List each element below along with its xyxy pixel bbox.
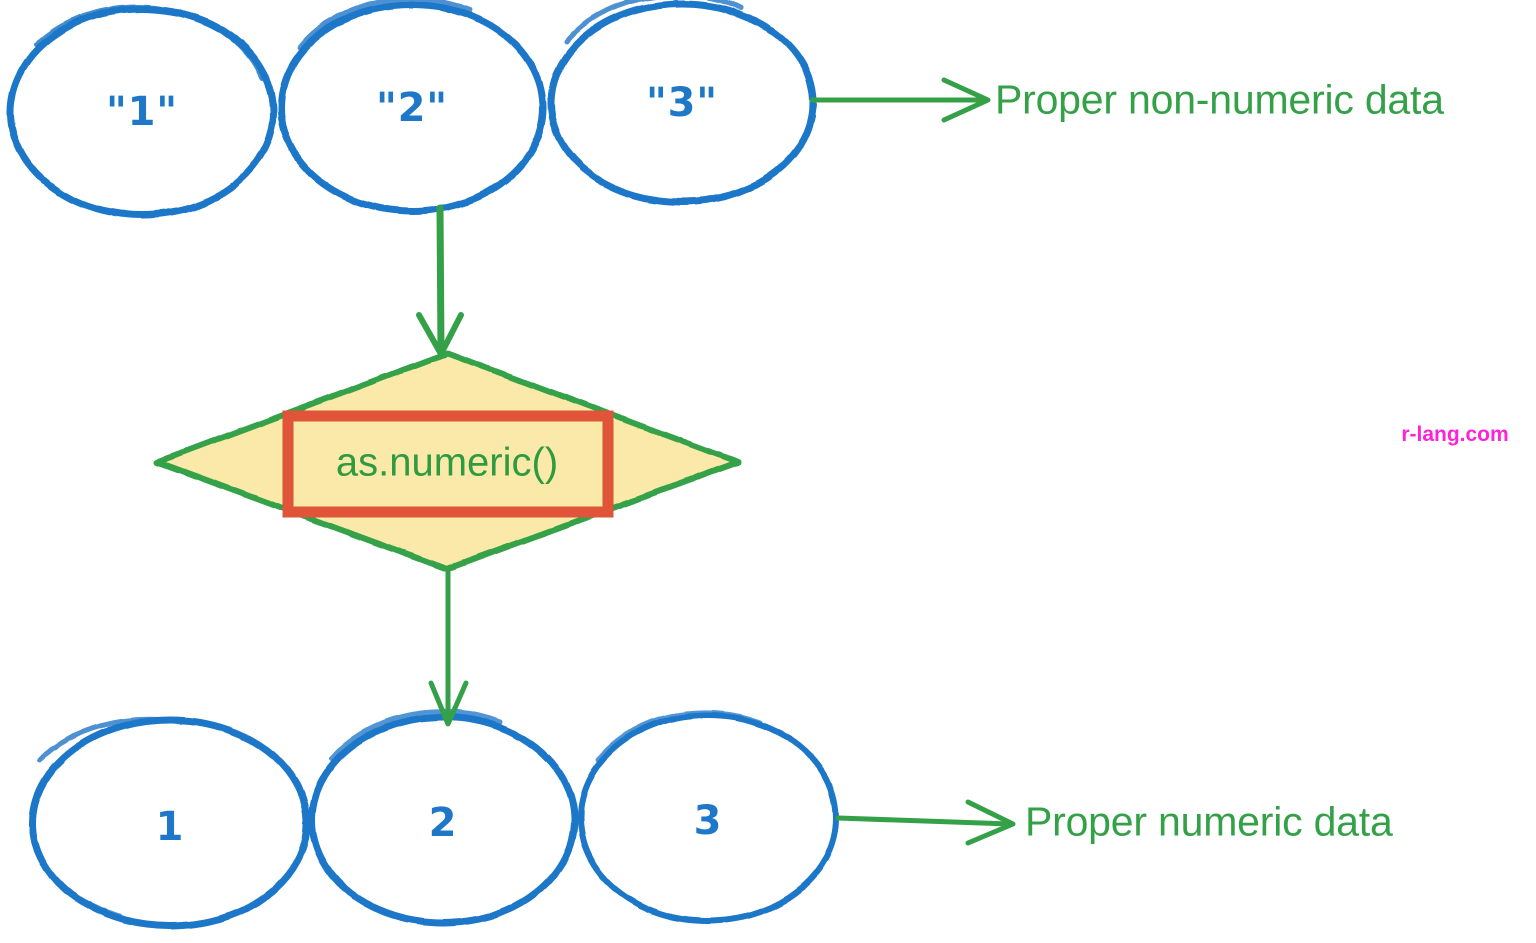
node-top-1[interactable]: [7, 4, 277, 219]
bottom-row-nodes: [29, 708, 839, 930]
node-bottom-1[interactable]: [29, 716, 311, 930]
arrow-process-to-bottom: [428, 565, 469, 727]
top-row-nodes: [7, 0, 817, 219]
annotation-top-row: Proper non-numeric data: [995, 76, 1444, 123]
node-bottom-3[interactable]: [577, 709, 839, 924]
arrow-bottom-row-annotation: [835, 799, 1016, 846]
process-node-as-numeric[interactable]: [154, 350, 741, 572]
process-label-as-numeric: as.numeric(): [335, 440, 559, 485]
highlight-box: [282, 410, 614, 518]
annotation-bottom-row: Proper numeric data: [1025, 798, 1393, 845]
arrow-top-to-process: [416, 204, 464, 357]
node-label-top-3: "3": [646, 80, 718, 126]
node-top-2[interactable]: [277, 0, 547, 215]
node-label-bottom-2: 2: [428, 800, 458, 846]
node-label-bottom-3: 3: [693, 798, 723, 844]
watermark: r-lang.com: [1401, 423, 1509, 446]
node-label-bottom-1: 1: [155, 804, 185, 850]
node-top-3[interactable]: [547, 0, 817, 206]
node-label-top-1: "1": [106, 89, 178, 135]
arrow-top-row-annotation: [809, 77, 991, 123]
node-label-top-2: "2": [376, 85, 448, 131]
